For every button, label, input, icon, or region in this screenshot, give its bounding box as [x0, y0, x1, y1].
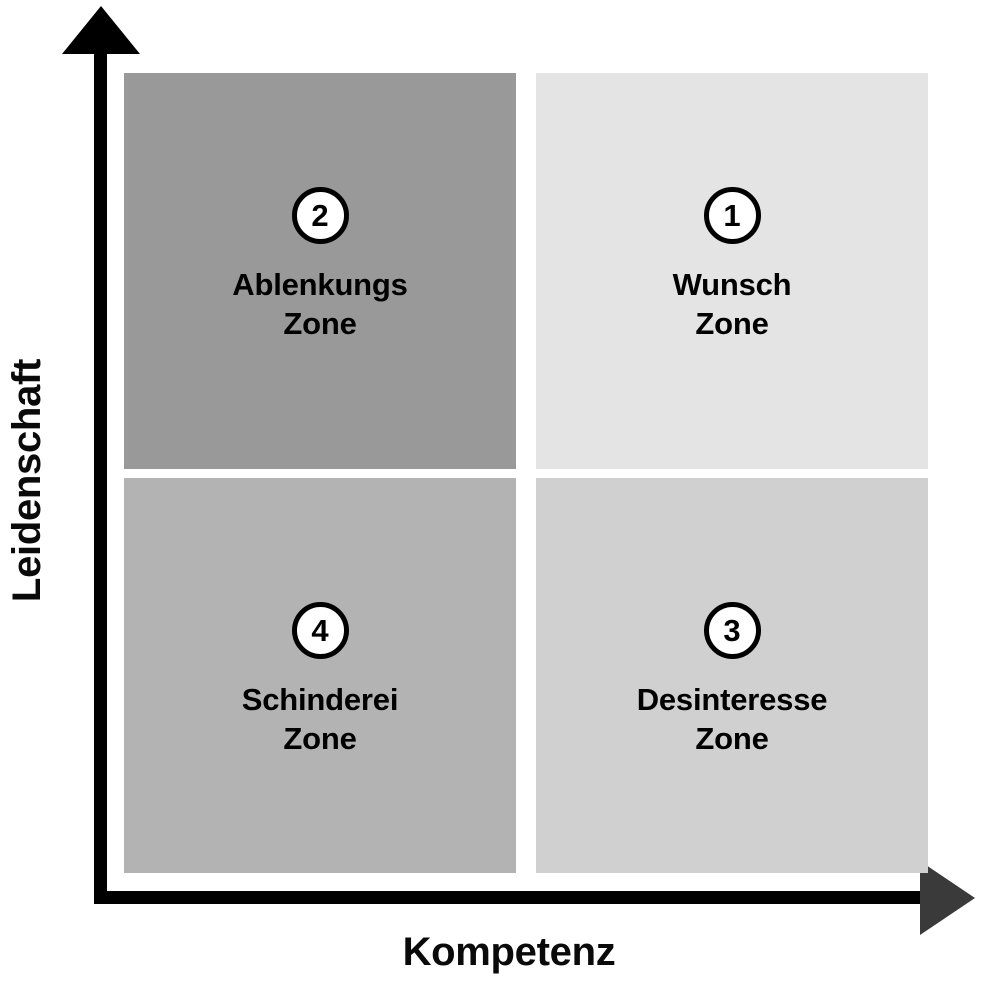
- quadrant-schinderei-zone[interactable]: 4 Schinderei Zone: [124, 478, 516, 873]
- quadrant-content: 4 Schinderei Zone: [124, 602, 516, 759]
- x-axis-line: [94, 891, 924, 904]
- quadrant-desinteresse-zone[interactable]: 3 Desinteresse Zone: [536, 478, 928, 873]
- y-axis-line: [94, 46, 107, 904]
- arrow-right-icon: [920, 861, 975, 935]
- quadrant-number-badge: 4: [291, 602, 349, 659]
- quadrant-number-badge: 3: [703, 602, 761, 659]
- arrow-up-icon: [62, 6, 140, 54]
- quadrant-title: Ablenkungs Zone: [232, 267, 408, 342]
- y-axis-label-text: Leidenschaft: [5, 358, 50, 602]
- quadrant-content: 3 Desinteresse Zone: [536, 602, 928, 759]
- quadrant-number-badge: 2: [291, 187, 349, 244]
- quadrant-title: Schinderei Zone: [241, 682, 399, 757]
- quadrant-content: 2 Ablenkungs Zone: [124, 187, 516, 344]
- x-axis-label: Kompetenz: [402, 930, 616, 974]
- quadrant-number-badge: 1: [703, 187, 761, 244]
- quadrant-grid: 2 Ablenkungs Zone 1 Wunsch Zone 4 Schind…: [124, 73, 928, 873]
- quadrant-wunsch-zone[interactable]: 1 Wunsch Zone: [536, 73, 928, 469]
- quadrant-ablenkungs-zone[interactable]: 2 Ablenkungs Zone: [124, 73, 516, 469]
- quadrant-title: Wunsch Zone: [672, 267, 792, 342]
- quadrant-title: Desinteresse Zone: [636, 682, 828, 757]
- y-axis-label: Leidenschaft: [0, 290, 56, 670]
- quadrant-content: 1 Wunsch Zone: [536, 187, 928, 344]
